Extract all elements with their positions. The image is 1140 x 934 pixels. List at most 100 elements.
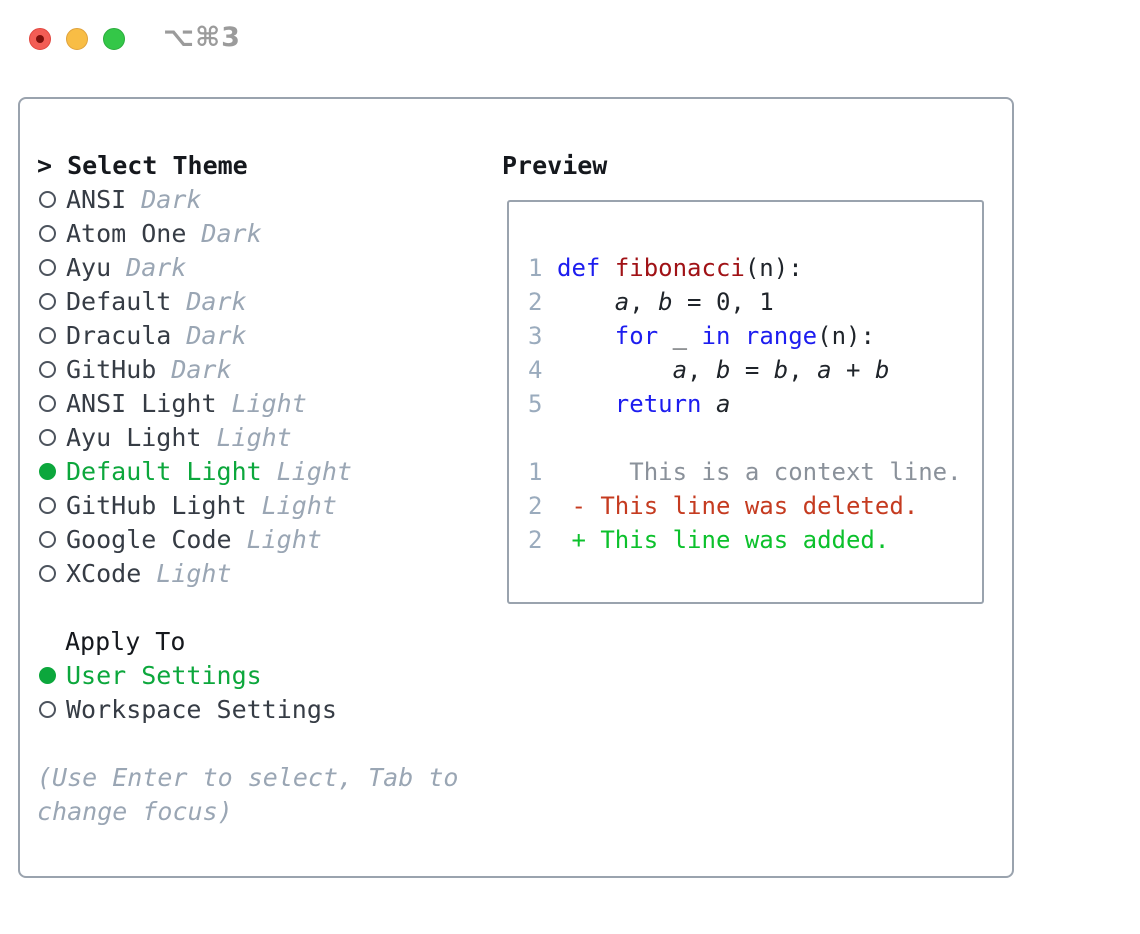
code-token-kw: def <box>557 254 601 282</box>
code-token-p <box>557 288 615 316</box>
apply-option-user-settings[interactable]: User Settings <box>37 658 458 692</box>
code-token-var: b <box>658 288 673 316</box>
code-token-fn: fibonacci <box>614 254 745 282</box>
code-token-p: (n): <box>744 254 803 282</box>
code-token-kw: for <box>614 322 659 350</box>
radio-selected-icon <box>39 462 56 480</box>
hint-line: (Use Enter to select, Tab to <box>37 762 459 792</box>
code-token-p <box>557 390 615 418</box>
theme-name: Ayu <box>66 252 112 282</box>
code-line: 2 - This line was deleted. <box>528 489 962 523</box>
line-number: 1 <box>528 254 543 282</box>
line-number: 5 <box>528 390 543 418</box>
line-number: 3 <box>528 322 543 350</box>
line-number: 1 <box>528 458 543 486</box>
radio-icon <box>39 428 56 446</box>
theme-name: GitHub Light <box>66 490 247 520</box>
theme-name: ANSI Light <box>66 388 217 418</box>
apply-name: Workspace Settings <box>66 694 337 724</box>
apply-to-header: Apply To <box>65 626 186 656</box>
code-token-p: , <box>629 288 659 316</box>
theme-option-ansi[interactable]: ANSI Dark <box>37 182 458 216</box>
code-token-p: _ <box>658 322 702 350</box>
code-token-add: + This line was added. <box>557 526 890 554</box>
window-title: ⌥⌘3 <box>163 22 241 53</box>
line-number: 2 <box>528 288 543 316</box>
select-theme-header: > Select Theme <box>37 150 248 180</box>
line-number: 2 <box>528 492 543 520</box>
code-line: 1 def fibonacci(n): <box>528 251 962 285</box>
theme-option-ayu-light[interactable]: Ayu Light Light <box>37 420 458 454</box>
code-token-p: , <box>788 356 818 384</box>
code-token-p: = 0, 1 <box>672 288 774 316</box>
radio-icon <box>39 190 56 208</box>
code-token-var: a <box>614 288 630 316</box>
theme-option-google-code[interactable]: Google Code Light <box>37 522 458 556</box>
theme-option-default-light[interactable]: Default Light Light <box>37 454 458 488</box>
code-token-del: - This line was deleted. <box>557 492 919 520</box>
zoom-button-icon[interactable] <box>103 28 125 50</box>
close-button-icon[interactable] <box>29 28 51 50</box>
radio-icon <box>39 326 56 344</box>
apply-name: User Settings <box>66 660 262 690</box>
code-token-var: b <box>874 356 890 384</box>
theme-variant: Dark <box>141 184 202 214</box>
hint-line: change focus) <box>37 796 233 826</box>
code-token-kw: in <box>701 322 731 350</box>
line-number: 4 <box>528 356 543 384</box>
spacer <box>37 726 458 760</box>
code-line: 2 + This line was added. <box>528 523 962 557</box>
radio-icon <box>39 496 56 514</box>
radio-icon <box>39 258 56 276</box>
code-token-p: + <box>831 356 875 384</box>
code-token-p <box>600 254 614 282</box>
code-token-p: = <box>730 356 774 384</box>
code-token-p <box>557 322 615 350</box>
code-token-var: b <box>773 356 789 384</box>
theme-name: ANSI <box>66 184 127 214</box>
theme-variant: Light <box>276 456 352 486</box>
line-number: 2 <box>528 526 543 554</box>
code-token-kw: range <box>744 322 818 350</box>
radio-selected-icon <box>39 666 56 684</box>
code-line <box>528 421 962 455</box>
apply-option-workspace-settings[interactable]: Workspace Settings <box>37 692 458 726</box>
theme-name: Dracula <box>66 320 172 350</box>
theme-variant: Light <box>246 524 322 554</box>
theme-name: Atom One <box>66 218 187 248</box>
theme-variant: Light <box>156 558 232 588</box>
theme-name: Default Light <box>66 456 262 486</box>
code-line: 4 a, b = b, a + b <box>528 353 962 387</box>
theme-option-default[interactable]: Default Dark <box>37 284 458 318</box>
code-token-var: a <box>715 390 731 418</box>
theme-variant: Light <box>216 422 292 452</box>
theme-name: Google Code <box>66 524 232 554</box>
theme-variant: Dark <box>186 286 247 316</box>
radio-icon <box>39 700 56 718</box>
theme-name: Default <box>66 286 172 316</box>
theme-name: Ayu Light <box>66 422 202 452</box>
code-token-var: a <box>817 356 832 384</box>
code-token-p <box>702 390 716 418</box>
minimize-button-icon[interactable] <box>66 28 88 50</box>
theme-variant: Dark <box>171 354 232 384</box>
code-token-p: (n): <box>817 322 875 350</box>
radio-icon <box>39 360 56 378</box>
radio-icon <box>39 564 56 582</box>
radio-icon <box>39 224 56 242</box>
code-token-ctx: This is a context line. <box>557 458 962 486</box>
code-line: 5 return a <box>528 387 962 421</box>
code-token-var: b <box>715 356 731 384</box>
